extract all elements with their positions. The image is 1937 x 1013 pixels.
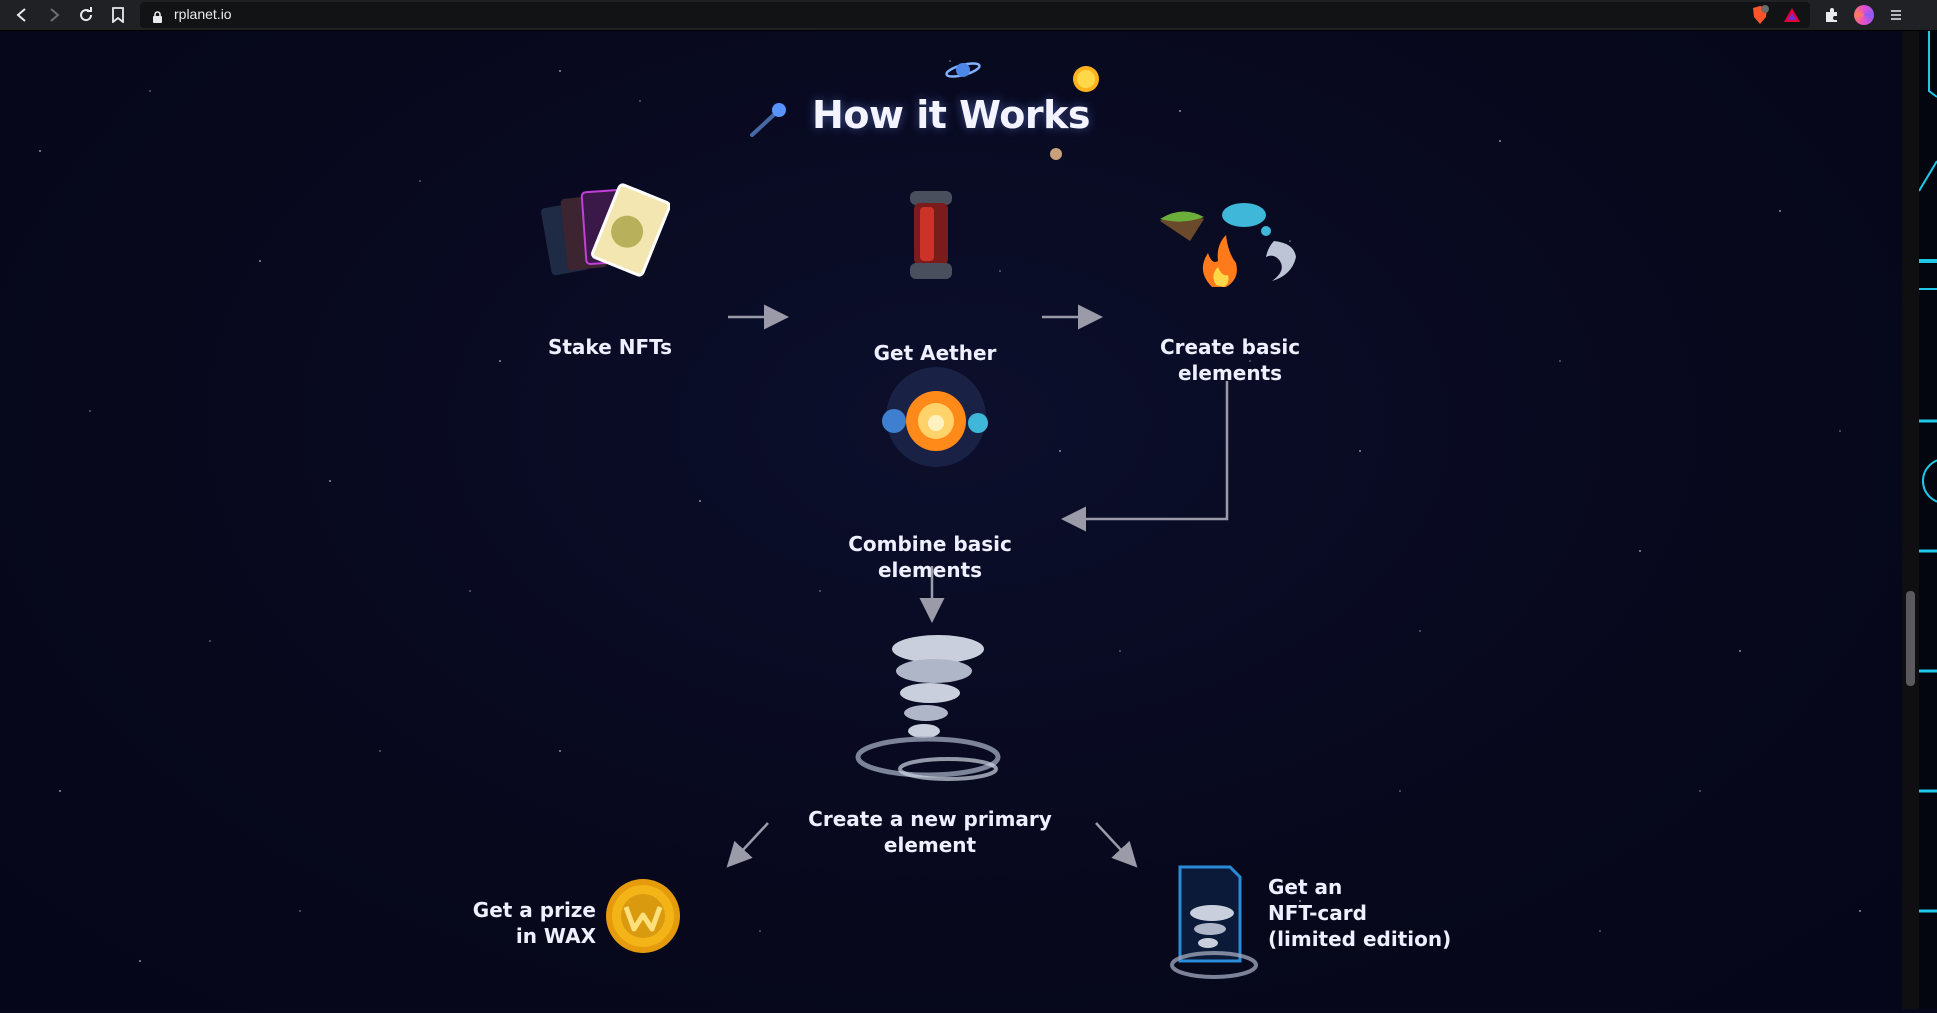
wax-coin-icon	[604, 877, 682, 959]
small-planet-icon	[1049, 146, 1063, 165]
combine-elements-icon	[876, 361, 996, 475]
arrow-primary-to-wax	[726, 822, 769, 868]
address-bar[interactable]: rplanet.io	[140, 2, 1810, 28]
outcome-wax-label: Get a prize in WAX	[472, 898, 596, 948]
arrow-create-to-combine	[1061, 381, 1229, 532]
flow-arrows	[726, 304, 1229, 868]
nft-cards-icon	[540, 183, 671, 297]
arrow-primary-to-nft	[1095, 822, 1138, 868]
page-scrollbar[interactable]	[1902, 31, 1919, 1009]
outcome-nft-label: Get an NFT-card (limited edition)	[1268, 875, 1452, 951]
reload-icon[interactable]	[76, 5, 96, 25]
scrollbar-thumb[interactable]	[1906, 591, 1915, 686]
extensions-icon[interactable]	[1822, 5, 1842, 25]
url-text: rplanet.io	[174, 6, 232, 22]
step-combine-label: Combine basic elements	[848, 532, 1012, 582]
forward-icon[interactable]	[44, 5, 64, 25]
profile-avatar[interactable]	[1854, 5, 1874, 25]
menu-icon[interactable]	[1886, 5, 1906, 25]
browser-toolbar: rplanet.io	[0, 0, 1937, 31]
brave-rewards-icon[interactable]	[1782, 5, 1802, 25]
step-new-primary-label: Create a new primary element	[808, 807, 1052, 857]
nft-card-tornado-icon	[1168, 865, 1278, 995]
back-icon[interactable]	[12, 5, 32, 25]
lock-icon	[152, 9, 163, 28]
saturn-planet-icon	[945, 59, 981, 85]
side-panel-edge	[1918, 31, 1937, 1009]
star-field	[39, 60, 1861, 962]
how-it-works-section: How it Works Stake NFTs Get Aether	[0, 31, 1902, 1009]
sun-icon	[1070, 63, 1102, 99]
brave-shield-icon[interactable]	[1750, 5, 1770, 25]
basic-elements-icon	[1156, 191, 1306, 295]
step-aether-label: Get Aether	[873, 341, 997, 365]
comet-icon	[748, 101, 788, 141]
tornado-element-icon	[848, 631, 1018, 795]
section-title: How it Works	[812, 93, 1090, 137]
step-stake-label: Stake NFTs	[547, 335, 673, 359]
aether-capsule-icon	[898, 187, 964, 291]
step-create-basic-label: Create basic elements	[1159, 335, 1301, 385]
bookmark-icon[interactable]	[108, 5, 128, 25]
